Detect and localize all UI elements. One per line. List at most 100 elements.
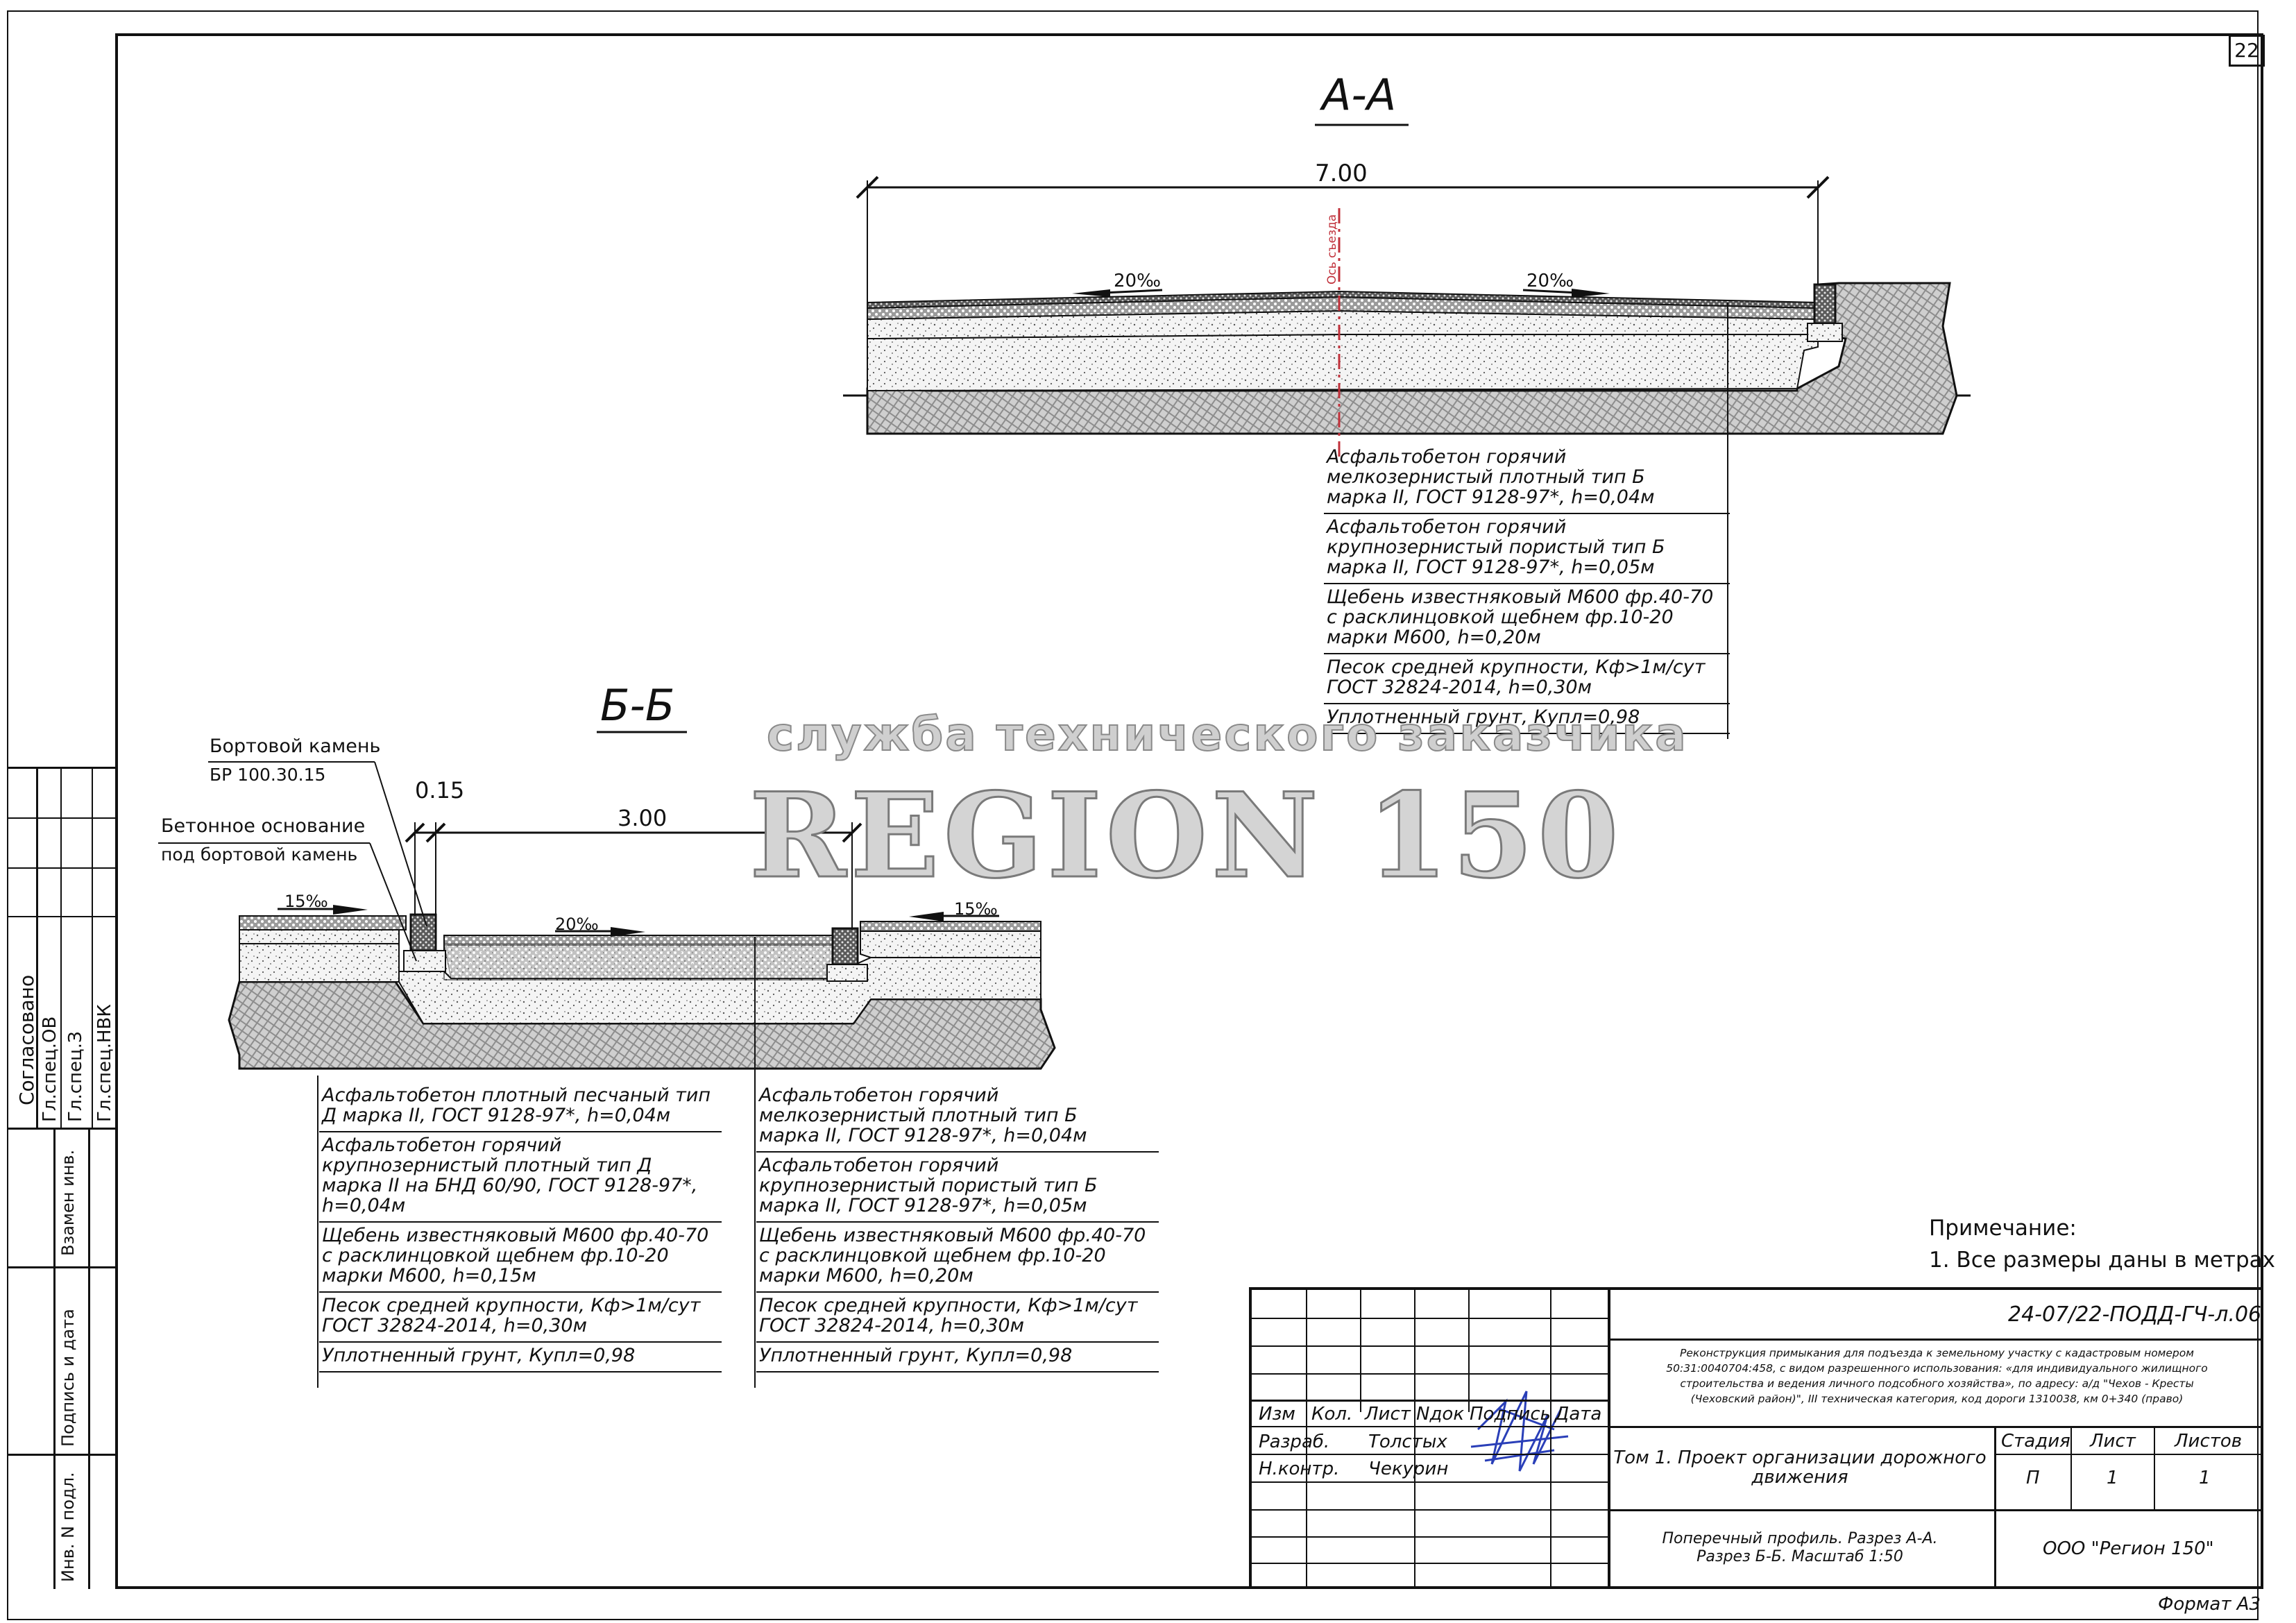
section-aa-layer-line: марки М600, h=0,20м (1327, 627, 1541, 648)
section-aa-layer-line: Асфальтобетон горячий (1327, 516, 1567, 538)
razrab-name: Толстых (1368, 1431, 1447, 1452)
hdr-ndok: Nдок (1416, 1404, 1465, 1425)
section-bb-right-layer-line: Песок средней крупности, Кф>1м/сут (759, 1295, 1138, 1316)
section-aa-slope-left: 20‰ (1114, 271, 1161, 291)
curb-label-line1: Бортовой камень (210, 736, 381, 757)
section-aa-layer: Уплотненный грунт, Купл=0,98 (1324, 704, 1730, 734)
section-bb-left-layer-line: Уплотненный грунт, Купл=0,98 (322, 1345, 636, 1366)
sheet-header: Лист (2090, 1431, 2136, 1452)
section-bb-left-layer: Уплотненный грунт, Купл=0,98 (319, 1343, 722, 1373)
role-z: Гл.спец.З (65, 1031, 86, 1122)
section-aa-drawing (843, 124, 1971, 739)
inner-border (115, 33, 2263, 1589)
nkontr-role: Н.контр. (1259, 1459, 1340, 1479)
sheet-value: 1 (2107, 1468, 2118, 1488)
section-bb-right-layer-line: с расклинцовкой щебнем фр.10-20 (759, 1245, 1106, 1266)
hdr-list: Лист (1365, 1404, 1411, 1425)
signature-scribble (1470, 1391, 1569, 1472)
stage-header: Стадия (2001, 1431, 2070, 1452)
section-bb-drawing (158, 731, 1056, 1388)
role-nvk: Гл.спец.НВК (94, 1004, 115, 1122)
title-block: 24-07/22-ПОДД-ГЧ-л.06 Реконструкция прим… (1249, 1287, 2263, 1589)
section-aa-layer-line: мелкозернистый плотный тип Б (1327, 466, 1645, 488)
sheet-number: 22 (2229, 35, 2265, 67)
base-label-line2: под бортовой камень (161, 844, 358, 865)
section-bb-slope-mid: 20‰ (555, 915, 599, 934)
stage-value: П (2026, 1468, 2040, 1488)
section-bb-slope-left: 15‰ (284, 892, 328, 911)
section-bb-right-layer: Уплотненный грунт, Купл=0,98 (756, 1343, 1159, 1373)
section-bb-left-layer-line: Песок средней крупности, Кф>1м/сут (322, 1295, 701, 1316)
section-aa-slope-right: 20‰ (1527, 271, 1574, 291)
curb-label-line2: БР 100.30.15 (210, 765, 326, 785)
section-bb-right-layer-line: Асфальтобетон горячий (759, 1085, 999, 1106)
section-aa-layer-line: крупнозернистый пористый тип Б (1327, 536, 1665, 558)
inv-label: Инв. N подл. (58, 1472, 78, 1582)
note-title: Примечание: (1929, 1216, 2077, 1241)
section-aa-title: А-А (1322, 69, 1397, 120)
section-bb-right-layer-line: ГОСТ 32824-2014, h=0,30м (759, 1315, 1024, 1336)
hdr-data: Дата (1555, 1404, 1602, 1425)
stamp-project-description: Реконструкция примыкания для подъезда к … (1666, 1347, 2208, 1405)
section-bb-right-layer-line: Щебень известняковый М600 фр.40-70 (759, 1225, 1146, 1246)
section-bb-left-layer-line: Д марка II, ГОСТ 9128-97*, h=0,04м (322, 1105, 671, 1126)
section-bb-right-layer-line: Уплотненный грунт, Купл=0,98 (759, 1345, 1073, 1366)
hdr-podpis: Подпись (1470, 1404, 1551, 1425)
section-bb-title: Б-Б (600, 680, 675, 731)
section-aa-layer-line: Щебень известняковый М600 фр.40-70 (1327, 586, 1714, 608)
watermark-caption: служба технического заказчика (766, 707, 1688, 762)
section-bb-left-layer-line: с расклинцовкой щебнем фр.10-20 (322, 1245, 669, 1266)
section-aa-layer-line: Асфальтобетон горячий (1327, 446, 1567, 468)
section-aa-width-dim: 7.00 (1315, 160, 1368, 187)
volume-title: Том 1. Проект организации дорожного движ… (1613, 1447, 1987, 1488)
section-aa-layer-line: марка II, ГОСТ 9128-97*, h=0,04м (1327, 486, 1655, 508)
base-label-line1: Бетонное основание (161, 815, 366, 837)
podpis-label: Подпись и дата (58, 1309, 78, 1447)
section-aa-layer-line: с расклинцовкой щебнем фр.10-20 (1327, 606, 1674, 628)
section-bb-width-dim: 3.00 (618, 805, 667, 831)
vzam-label: Взамен инв. (58, 1149, 78, 1256)
section-aa-axis-label: Ось съезда (1325, 214, 1339, 284)
left-approval-strip: Согласовано Гл.спец.ОВ Гл.спец.З Гл.спец… (7, 767, 117, 1589)
section-bb-left-layer-line: Асфальтобетон плотный песчаный тип (322, 1085, 711, 1106)
nkontr-name: Чекурин (1368, 1459, 1449, 1479)
section-bb-right-layer-line: марка II, ГОСТ 9128-97*, h=0,05м (759, 1195, 1087, 1216)
agreed-label: Согласовано (15, 974, 38, 1105)
note-text: 1. Все размеры даны в метрах (1929, 1248, 2275, 1273)
watermark-logo: REGION 150 (749, 766, 1623, 906)
section-aa-layer-line: Песок средней крупности, Кф>1м/сут (1327, 656, 1706, 678)
sheets-header: Листов (2175, 1431, 2243, 1452)
section-bb-right-layer-line: мелкозернистый плотный тип Б (759, 1105, 1078, 1126)
section-bb-left-layer-line: h=0,04м (322, 1195, 406, 1216)
drawing-title: Поперечный профиль. Разрез А-А. Разрез Б… (1662, 1530, 1938, 1565)
hdr-izm: Изм (1259, 1404, 1295, 1425)
section-bb-right-layer-line: марки М600, h=0,20м (759, 1265, 973, 1286)
section-bb-slope-right: 15‰ (954, 899, 998, 919)
section-bb-left-layer-line: Щебень известняковый М600 фр.40-70 (322, 1225, 709, 1246)
section-bb-left-layer-line: ГОСТ 32824-2014, h=0,30м (322, 1315, 587, 1336)
hdr-kol: Кол. (1311, 1404, 1353, 1425)
section-bb-curb-dim: 0.15 (415, 777, 465, 804)
company-name: ООО "Регион 150" (2043, 1538, 2214, 1559)
sheets-value: 1 (2199, 1468, 2211, 1488)
section-bb-right-layer-line: крупнозернистый пористый тип Б (759, 1175, 1098, 1196)
format-label: Формат А3 (2158, 1594, 2261, 1615)
section-aa-layer-line: Уплотненный грунт, Купл=0,98 (1327, 706, 1640, 728)
section-bb-right-layer-line: Асфальтобетон горячий (759, 1155, 999, 1176)
